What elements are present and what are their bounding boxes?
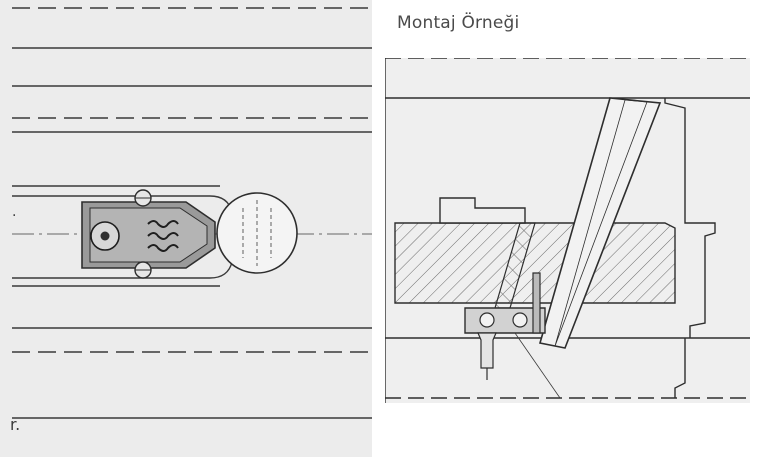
vertical-pin [532, 272, 541, 334]
stray-mark: r. [10, 415, 20, 434]
spring [147, 220, 179, 252]
ball-head [216, 192, 298, 274]
mold-edge [674, 338, 686, 398]
bolt [477, 332, 497, 369]
pocket-outline [12, 261, 233, 279]
top-view-svg: . r. [10, 7, 372, 434]
screw-hex [100, 231, 110, 241]
stray-mark: . [12, 204, 16, 220]
assembly-section-drawing [384, 57, 750, 403]
figure-title: Montaj Örneği [397, 13, 520, 33]
guide-line [514, 332, 561, 399]
top-block [439, 197, 526, 224]
screw-head [479, 312, 495, 328]
top-view-drawing: . r. [0, 0, 372, 457]
latch-body [81, 189, 216, 279]
assembly-section-svg [384, 57, 750, 403]
screw-head [512, 312, 528, 328]
angle-pin-center [554, 99, 648, 347]
mold-edge [664, 98, 716, 338]
